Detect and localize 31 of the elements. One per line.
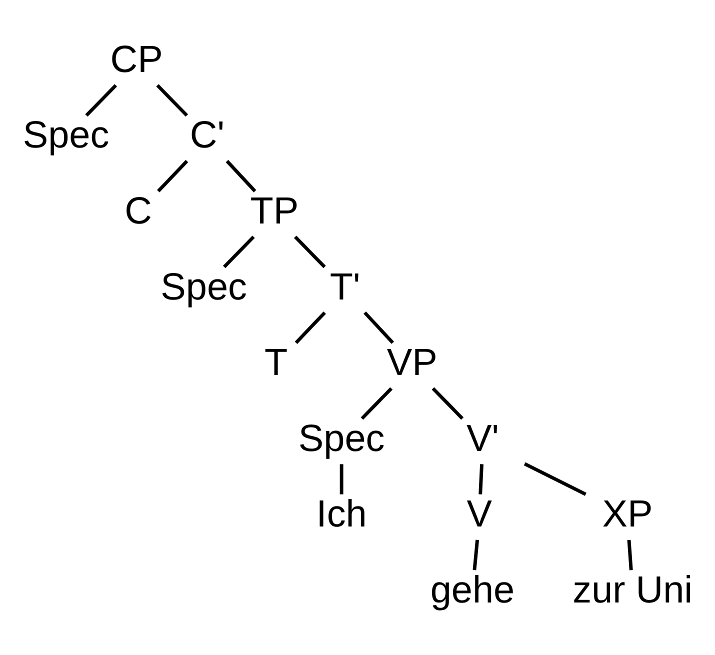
node-text: V (466, 494, 492, 536)
connector (222, 236, 255, 268)
connector (432, 387, 464, 420)
node-text: T (264, 342, 288, 384)
node-text: VP (386, 342, 438, 384)
node-text: V' (466, 418, 500, 460)
node-text: XP (602, 494, 653, 536)
node-text: zur Uni (572, 569, 693, 612)
node-text: C' (190, 114, 225, 157)
connector (340, 464, 344, 494)
node-text: Spec (298, 418, 385, 460)
connector (478, 464, 484, 494)
node-text: Spec (22, 114, 110, 157)
connector (524, 462, 586, 496)
node-text: Spec (160, 266, 247, 308)
node-text: C (124, 190, 152, 232)
node-text: gehe (430, 569, 515, 612)
node-text: TP (250, 190, 299, 232)
connector (472, 540, 480, 570)
connector (294, 236, 326, 268)
node-text: T' (330, 266, 360, 308)
connector (157, 160, 188, 192)
connector (226, 160, 256, 192)
connector (156, 84, 188, 117)
connector (364, 311, 394, 344)
node-text: Ich (316, 494, 367, 536)
connector (627, 540, 633, 570)
connector (360, 387, 393, 420)
connector (294, 311, 326, 344)
node-text: CP (110, 38, 163, 81)
connector (85, 84, 118, 117)
